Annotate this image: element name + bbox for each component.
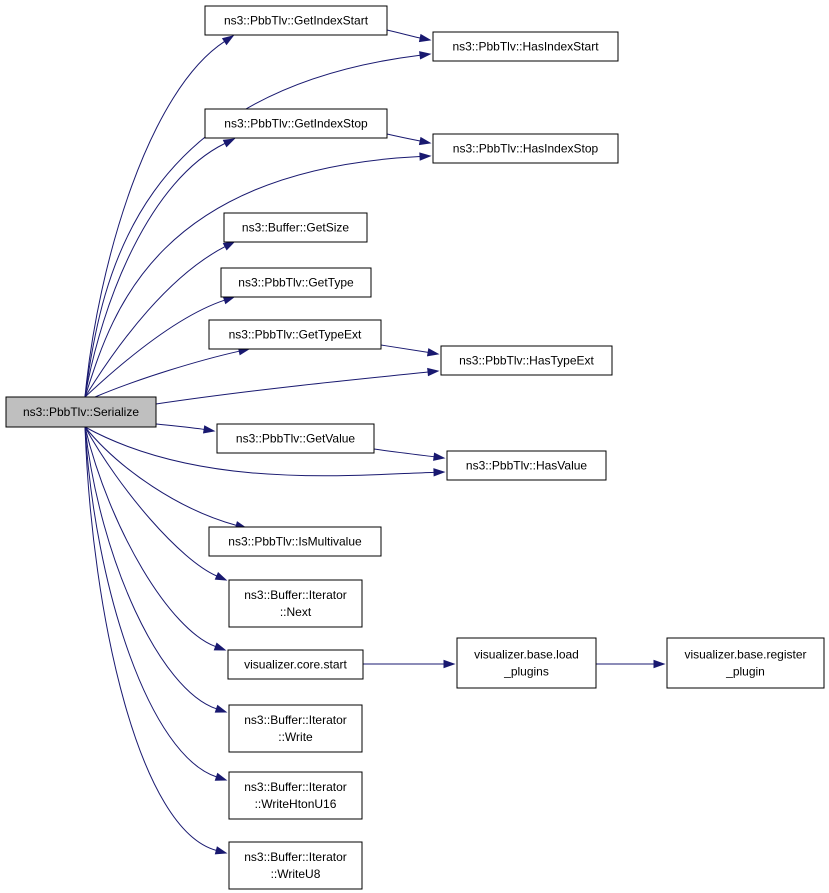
node-label: ns3::PbbTlv::HasValue [466, 459, 587, 473]
node-getIndexStop[interactable]: ns3::PbbTlv::GetIndexStop [204, 108, 388, 139]
node-isMultivalue[interactable]: ns3::PbbTlv::IsMultivalue [208, 526, 382, 557]
node-label: visualizer.base.register [684, 648, 806, 662]
edge-serialize-to-iterWriteHtonU16 [84, 426, 228, 781]
node-iterWrite[interactable]: ns3::Buffer::Iterator::Write [228, 704, 363, 753]
node-label: visualizer.base.load [474, 648, 579, 662]
edge-vizStart-to-loadPlugins [363, 659, 456, 669]
node-hasIndexStart[interactable]: ns3::PbbTlv::HasIndexStart [432, 31, 619, 62]
node-label: ::WriteHtonU16 [255, 797, 337, 811]
node-loadPlugins[interactable]: visualizer.base.load _plugins [456, 637, 597, 689]
edge-serialize-to-bufGetSize [84, 241, 236, 398]
node-iterWriteU8[interactable]: ns3::Buffer::Iterator::WriteU8 [228, 841, 363, 890]
node-label: ::WriteU8 [271, 867, 321, 881]
edge-serialize-to-getIndexStart [84, 35, 235, 398]
node-iterNext[interactable]: ns3::Buffer::Iterator::Next [228, 579, 363, 628]
edge-getIndexStart-to-hasIndexStart [386, 29, 432, 43]
node-label: ::Next [280, 605, 312, 619]
node-label: ns3::Buffer::Iterator [244, 780, 347, 794]
node-label: ns3::PbbTlv::HasIndexStop [453, 142, 599, 156]
node-label: ns3::PbbTlv::GetIndexStop [224, 117, 368, 131]
node-hasTypeExt[interactable]: ns3::PbbTlv::HasTypeExt [440, 345, 613, 376]
node-label: ::Write [278, 730, 313, 744]
node-label: ns3::PbbTlv::IsMultivalue [228, 535, 362, 549]
edge-serialize-to-getIndexStop [84, 138, 236, 398]
node-getIndexStart[interactable]: ns3::PbbTlv::GetIndexStart [204, 5, 388, 36]
edge-getValue-to-hasValue [373, 448, 446, 461]
node-getValue[interactable]: ns3::PbbTlv::GetValue [216, 423, 375, 454]
node-label: ns3::PbbTlv::HasIndexStart [452, 40, 599, 54]
edge-serialize-to-iterWriteU8 [84, 426, 228, 855]
node-label: ns3::Buffer::GetSize [242, 221, 349, 235]
edge-serialize-to-iterNext [84, 426, 228, 581]
edge-serialize-to-getTypeExt [94, 347, 251, 398]
node-bufGetSize[interactable]: ns3::Buffer::GetSize [223, 212, 368, 243]
edge-serialize-to-vizStart [84, 426, 227, 651]
edge-serialize-to-hasValue [84, 426, 446, 477]
node-label: ns3::PbbTlv::GetValue [236, 432, 356, 446]
edge-serialize-to-iterWrite [84, 426, 228, 713]
node-serialize[interactable]: ns3::PbbTlv::Serialize [5, 396, 157, 428]
edge-getIndexStop-to-hasIndexStop [386, 133, 432, 146]
node-getTypeExt[interactable]: ns3::PbbTlv::GetTypeExt [208, 319, 382, 350]
node-label: visualizer.core.start [244, 658, 347, 672]
edge-serialize-to-hasIndexStart [84, 51, 432, 398]
node-label: ns3::PbbTlv::GetTypeExt [229, 328, 362, 342]
function-nodes: ns3::PbbTlv::Serialize ns3::PbbTlv::GetIn… [5, 5, 825, 890]
node-getType[interactable]: ns3::PbbTlv::GetType [220, 267, 372, 298]
node-label: ns3::PbbTlv::HasTypeExt [459, 354, 594, 368]
node-hasIndexStop[interactable]: ns3::PbbTlv::HasIndexStop [432, 133, 619, 164]
node-hasValue[interactable]: ns3::PbbTlv::HasValue [446, 450, 607, 481]
edge-serialize-to-hasIndexStop [84, 152, 432, 398]
node-label: _plugin [725, 665, 765, 679]
node-vizStart[interactable]: visualizer.core.start [227, 649, 364, 680]
edge-serialize-to-getValue [155, 423, 216, 434]
node-label: ns3::PbbTlv::Serialize [23, 405, 139, 419]
node-label: _plugins [503, 665, 549, 679]
node-label: ns3::PbbTlv::GetIndexStart [224, 14, 369, 28]
node-label: ns3::PbbTlv::GetType [238, 276, 354, 290]
edge-loadPlugins-to-registerPlugin [596, 659, 666, 669]
edge-getTypeExt-to-hasTypeExt [380, 344, 440, 357]
node-iterWriteHtonU16[interactable]: ns3::Buffer::Iterator::WriteHtonU16 [228, 771, 363, 820]
node-label: ns3::Buffer::Iterator [244, 588, 347, 602]
edge-serialize-to-hasTypeExt [155, 367, 440, 405]
node-registerPlugin[interactable]: visualizer.base.register _plugin [666, 637, 825, 689]
node-label: ns3::Buffer::Iterator [244, 850, 347, 864]
node-label: ns3::Buffer::Iterator [244, 713, 347, 727]
